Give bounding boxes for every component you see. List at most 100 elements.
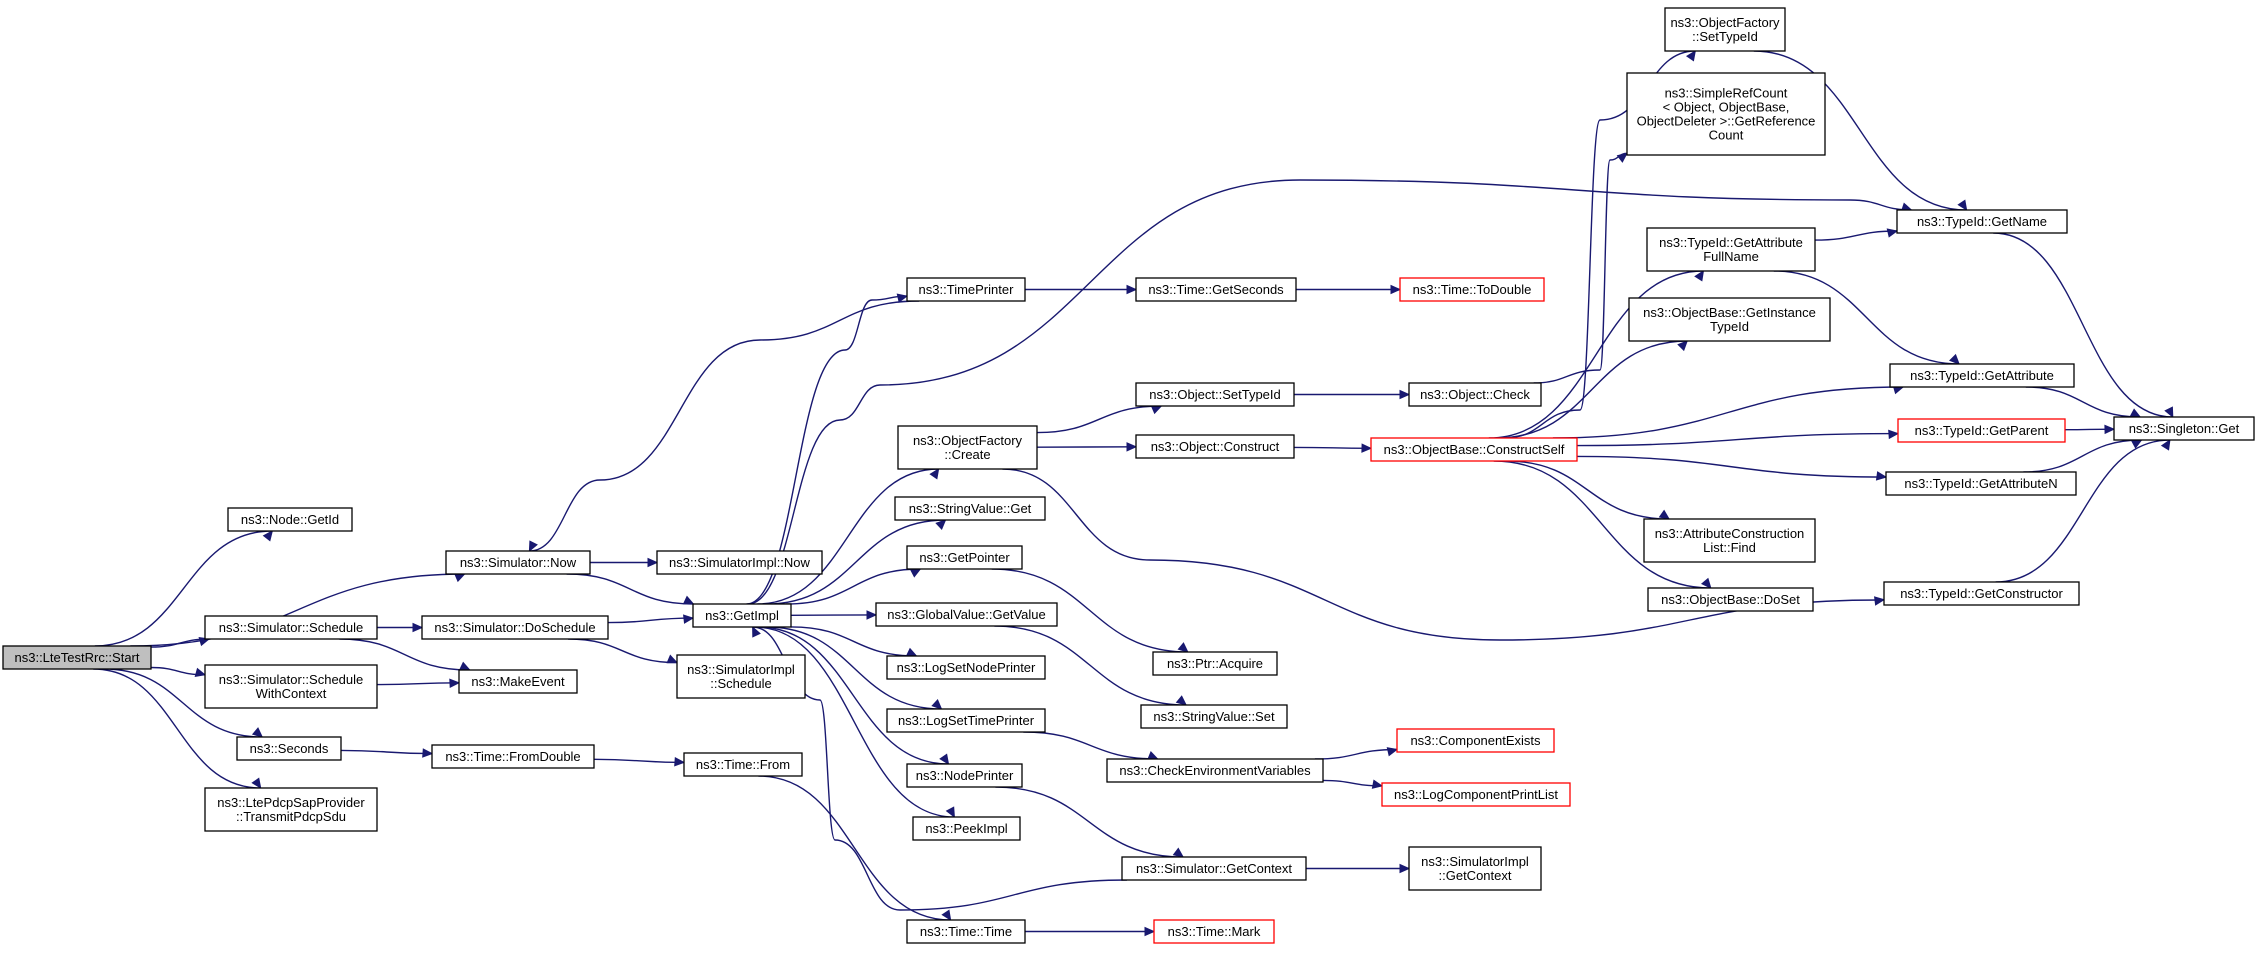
arrowhead-icon xyxy=(1700,577,1712,589)
node-label-line: ns3::AttributeConstruction xyxy=(1655,526,1805,541)
arrowhead-icon xyxy=(1677,340,1689,352)
node-stringvalue-set[interactable]: ns3::StringValue::Set xyxy=(1140,704,1288,729)
node-box xyxy=(1885,471,2077,496)
node-label-line: ns3::StringValue::Get xyxy=(909,501,1032,516)
arrowhead-icon xyxy=(752,625,761,638)
arrowhead-icon xyxy=(1144,926,1156,937)
node-sim-schedule[interactable]: ns3::Simulator::Schedule xyxy=(204,615,378,640)
node-label-line: TypeId xyxy=(1710,319,1749,334)
call-edge-sim_doschedule-to-simimpl_schedule xyxy=(567,638,679,664)
node-simimpl-getcontext[interactable]: ns3::SimulatorImpl::GetContext xyxy=(1408,846,1542,891)
node-typeid-getattributen[interactable]: ns3::TypeId::GetAttributeN xyxy=(1885,471,2077,496)
edge-line xyxy=(757,468,939,605)
node-component-exists[interactable]: ns3::ComponentExists xyxy=(1396,728,1555,753)
call-edge-lte_start-to-transmit_pdcp xyxy=(93,668,262,790)
node-log-set-node-printer[interactable]: ns3::LogSetNodePrinter xyxy=(886,655,1046,680)
edge-line xyxy=(376,682,460,686)
node-typeid-getattribute[interactable]: ns3::TypeId::GetAttribute xyxy=(1889,363,2075,388)
edge-line xyxy=(93,668,261,789)
node-label-line: List::Find xyxy=(1703,540,1756,555)
node-label-line: ns3::Simulator::DoSchedule xyxy=(434,620,595,635)
node-make-event[interactable]: ns3::MakeEvent xyxy=(458,669,578,694)
edge-line xyxy=(991,568,1188,653)
node-label-line: ns3::Object::Construct xyxy=(1151,439,1280,454)
node-sim-now[interactable]: ns3::Simulator::Now xyxy=(445,550,591,575)
node-sim-doschedule[interactable]: ns3::Simulator::DoSchedule xyxy=(421,615,609,640)
node-seconds[interactable]: ns3::Seconds xyxy=(236,736,342,761)
node-time-from[interactable]: ns3::Time::From xyxy=(683,752,803,777)
node-time-todouble[interactable]: ns3::Time::ToDouble xyxy=(1399,277,1545,302)
call-edge-objbase_constructself-to-typeid_getattributen xyxy=(1576,455,1888,481)
node-globalvalue-getvalue[interactable]: ns3::GlobalValue::GetValue xyxy=(875,602,1058,627)
node-box xyxy=(204,664,378,709)
node-label-line: ns3::CheckEnvironmentVariables xyxy=(1119,763,1311,778)
node-object-check[interactable]: ns3::Object::Check xyxy=(1408,382,1542,407)
node-log-component-printlist[interactable]: ns3::LogComponentPrintList xyxy=(1381,782,1571,807)
node-time-getseconds[interactable]: ns3::Time::GetSeconds xyxy=(1135,277,1297,302)
node-simimpl-now[interactable]: ns3::SimulatorImpl::Now xyxy=(656,550,823,575)
call-edge-get_impl-to-stringvalue_get xyxy=(766,519,947,605)
node-simimpl-schedule[interactable]: ns3::SimulatorImpl::Schedule xyxy=(676,654,806,699)
node-typeid-getconstructor[interactable]: ns3::TypeId::GetConstructor xyxy=(1883,581,2080,606)
node-get-pointer[interactable]: ns3::GetPointer xyxy=(906,545,1023,570)
node-peek-impl[interactable]: ns3::PeekImpl xyxy=(912,816,1021,841)
node-time-printer[interactable]: ns3::TimePrinter xyxy=(906,277,1026,302)
node-objbase-doset[interactable]: ns3::ObjectBase::DoSet xyxy=(1647,587,1814,612)
arrowhead-icon xyxy=(1888,429,1900,440)
node-time-mark[interactable]: ns3::Time::Mark xyxy=(1153,919,1275,944)
node-label-line: ns3::Node::GetId xyxy=(241,512,339,527)
arrowhead-icon xyxy=(682,595,695,605)
node-typeid-getparent[interactable]: ns3::TypeId::GetParent xyxy=(1897,418,2066,443)
node-get-impl[interactable]: ns3::GetImpl xyxy=(692,603,792,628)
node-box xyxy=(458,669,578,694)
edge-line xyxy=(994,625,1187,706)
node-check-env-vars[interactable]: ns3::CheckEnvironmentVariables xyxy=(1106,758,1324,783)
node-objfactory-settypeid[interactable]: ns3::ObjectFactory::SetTypeId xyxy=(1664,7,1786,52)
node-label-line: ::GetContext xyxy=(1439,868,1512,883)
node-lte-start[interactable]: ns3::LteTestRrc::Start xyxy=(2,645,152,670)
edge-line xyxy=(1493,460,1711,589)
edge-line xyxy=(786,568,921,605)
node-time-time[interactable]: ns3::Time::Time xyxy=(906,919,1026,944)
arrowhead-icon xyxy=(945,806,955,819)
node-object-settypeid[interactable]: ns3::Object::SetTypeId xyxy=(1135,382,1295,407)
node-box xyxy=(906,919,1026,944)
node-node-getid[interactable]: ns3::Node::GetId xyxy=(227,507,353,532)
node-log-set-time-printer[interactable]: ns3::LogSetTimePrinter xyxy=(886,708,1046,733)
node-label-line: ns3::ComponentExists xyxy=(1410,733,1541,748)
node-node-printer[interactable]: ns3::NodePrinter xyxy=(906,763,1023,788)
call-edge-object_settypeid-to-object_check xyxy=(1293,389,1411,400)
node-sim-getcontext[interactable]: ns3::Simulator::GetContext xyxy=(1121,856,1307,881)
edge-line xyxy=(529,300,920,552)
node-box xyxy=(875,602,1058,627)
node-ptr-acquire[interactable]: ns3::Ptr::Acquire xyxy=(1152,651,1278,676)
call-edge-typeid_getattributen-to-singleton_get xyxy=(2023,439,2143,473)
node-label-line: ns3::Simulator::GetContext xyxy=(1136,861,1292,876)
node-box xyxy=(1152,651,1278,676)
node-transmit-pdcp[interactable]: ns3::LtePdcpSapProvider::TransmitPdcpSdu xyxy=(204,787,378,832)
node-box xyxy=(1135,277,1297,302)
node-singleton-get[interactable]: ns3::Singleton::Get xyxy=(2113,416,2255,441)
node-time-fromdouble[interactable]: ns3::Time::FromDouble xyxy=(431,744,595,769)
node-object-construct[interactable]: ns3::Object::Construct xyxy=(1135,434,1295,459)
node-objfactory-create[interactable]: ns3::ObjectFactory::Create xyxy=(897,425,1038,470)
call-edge-sim_schedule_ctx-to-make_event xyxy=(376,678,461,688)
call-edge-lte_start-to-sim_schedule_ctx xyxy=(150,666,207,678)
node-stringvalue-get[interactable]: ns3::StringValue::Get xyxy=(894,496,1046,521)
node-label-line: WithContext xyxy=(256,686,327,701)
node-simplerefcount[interactable]: ns3::SimpleRefCount< Object, ObjectBase,… xyxy=(1626,72,1826,156)
node-objbase-constructself[interactable]: ns3::ObjectBase::ConstructSelf xyxy=(1370,437,1578,462)
arrowhead-icon xyxy=(1685,49,1696,62)
arrowhead-icon xyxy=(1126,284,1138,295)
node-typeid-getname[interactable]: ns3::TypeId::GetName xyxy=(1896,209,2068,234)
arrowhead-icon xyxy=(449,678,461,688)
node-box xyxy=(906,277,1026,302)
node-label-line: ns3::Simulator::Schedule xyxy=(219,672,364,687)
node-label-line: ns3::Simulator::Schedule xyxy=(219,620,364,635)
arrowhead-icon xyxy=(1886,228,1899,238)
edge-line xyxy=(607,617,694,624)
